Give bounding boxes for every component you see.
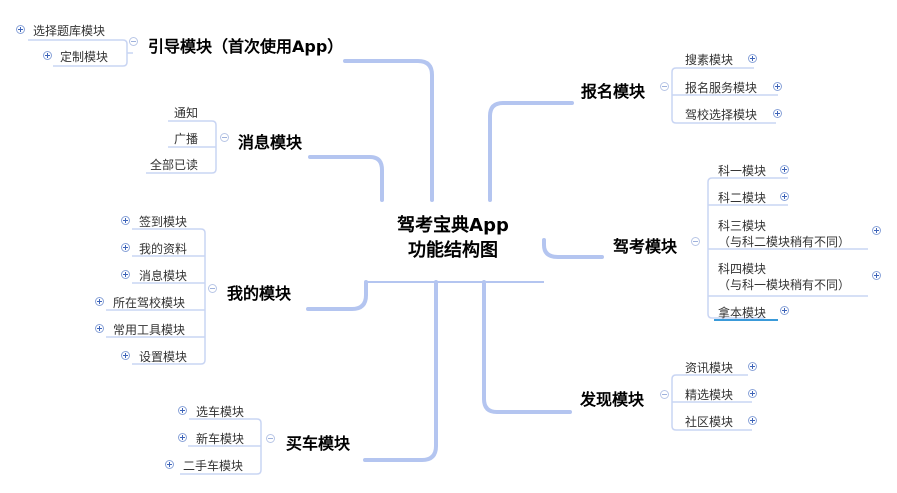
root-subtitle: 功能结构图: [408, 240, 498, 261]
expand-icon[interactable]: [780, 192, 789, 201]
branch-exam[interactable]: 驾考模块: [613, 237, 678, 256]
leaf-mine-3[interactable]: 所在驾校模块: [113, 296, 186, 310]
leaf-buycar-0[interactable]: 选车模块: [196, 405, 245, 419]
expand-icon[interactable]: [16, 25, 25, 34]
leaf-exam-2[interactable]: 科三模块: [718, 219, 767, 233]
expand-icon[interactable]: [773, 82, 782, 91]
connector-message: [308, 155, 384, 202]
leaf-guide-1[interactable]: 定制模块: [60, 50, 109, 64]
leaf-exam-1[interactable]: 科二模块: [718, 191, 767, 205]
leaf-discover-2[interactable]: 社区模块: [685, 415, 734, 429]
expand-icon[interactable]: [178, 433, 187, 442]
leaf-exam-3[interactable]: 科四模块: [718, 262, 767, 276]
expand-icon[interactable]: [121, 243, 130, 252]
branch-message[interactable]: 消息模块: [238, 133, 303, 152]
connector-discover: [482, 280, 572, 414]
leaf-buycar-1[interactable]: 新车模块: [196, 432, 245, 446]
connector-mine: [306, 280, 368, 311]
expand-icon[interactable]: [748, 362, 757, 371]
connector-guide: [343, 59, 434, 202]
collapse-icon[interactable]: [660, 82, 669, 91]
leaf-signup-2[interactable]: 驾校选择模块: [685, 108, 758, 122]
leaf-discover-1[interactable]: 精选模块: [685, 388, 734, 402]
expand-icon[interactable]: [121, 270, 130, 279]
branch-guide[interactable]: 引导模块（首次使用App）: [148, 37, 344, 56]
collapse-icon[interactable]: [129, 37, 138, 46]
leaf-guide-0[interactable]: 选择题库模块: [33, 24, 106, 38]
expand-icon[interactable]: [780, 306, 789, 315]
leaf-discover-0[interactable]: 资讯模块: [685, 361, 734, 375]
leaf-buycar-2[interactable]: 二手车模块: [183, 459, 244, 473]
collapse-icon[interactable]: [266, 434, 275, 443]
expand-icon[interactable]: [748, 54, 757, 63]
leaf-exam-0[interactable]: 科一模块: [718, 164, 767, 178]
connector-buycar: [363, 280, 438, 462]
expand-icon[interactable]: [95, 297, 104, 306]
root-node[interactable]: 驾考宝典App 功能结构图: [383, 213, 523, 263]
leaf-signup-0[interactable]: 搜素模块: [685, 53, 734, 67]
leaf-exam-4[interactable]: 拿本模块: [718, 306, 767, 320]
connector-exam: [542, 238, 604, 259]
collapse-icon[interactable]: [660, 390, 669, 399]
leaf-message-1[interactable]: 广播: [174, 132, 199, 146]
expand-icon[interactable]: [748, 389, 757, 398]
leaf-message-2[interactable]: 全部已读: [150, 158, 199, 172]
leaf-mine-1[interactable]: 我的资料: [139, 242, 188, 256]
expand-icon[interactable]: [178, 406, 187, 415]
connector-signup: [488, 101, 574, 202]
leaf-message-0[interactable]: 通知: [174, 106, 199, 120]
expand-icon[interactable]: [748, 416, 757, 425]
leaf-mine-4[interactable]: 常用工具模块: [113, 323, 186, 337]
expand-icon[interactable]: [165, 460, 174, 469]
expand-icon[interactable]: [121, 216, 130, 225]
expand-icon[interactable]: [121, 351, 130, 360]
branch-discover[interactable]: 发现模块: [580, 390, 645, 409]
leaf-mine-0[interactable]: 签到模块: [139, 215, 188, 229]
expand-icon[interactable]: [773, 109, 782, 118]
leaf-mine-5[interactable]: 设置模块: [139, 350, 188, 364]
expand-icon[interactable]: [872, 271, 881, 280]
collapse-icon[interactable]: [691, 237, 700, 246]
root-title: 驾考宝典App: [397, 215, 509, 236]
expand-icon[interactable]: [43, 51, 52, 60]
branch-buycar[interactable]: 买车模块: [286, 434, 351, 453]
expand-icon[interactable]: [780, 165, 789, 174]
collapse-icon[interactable]: [208, 284, 217, 293]
branch-mine[interactable]: 我的模块: [227, 284, 292, 303]
expand-icon[interactable]: [95, 324, 104, 333]
leaf-exam-2-note: （与科二模块稍有不同）: [718, 235, 851, 249]
leaf-exam-3-note: （与科一模块稍有不同）: [718, 278, 851, 292]
collapse-icon[interactable]: [220, 133, 229, 142]
leaf-mine-2[interactable]: 消息模块: [139, 269, 188, 283]
leaf-signup-1[interactable]: 报名服务模块: [685, 81, 758, 95]
branch-signup[interactable]: 报名模块: [581, 82, 646, 101]
expand-icon[interactable]: [872, 226, 881, 235]
